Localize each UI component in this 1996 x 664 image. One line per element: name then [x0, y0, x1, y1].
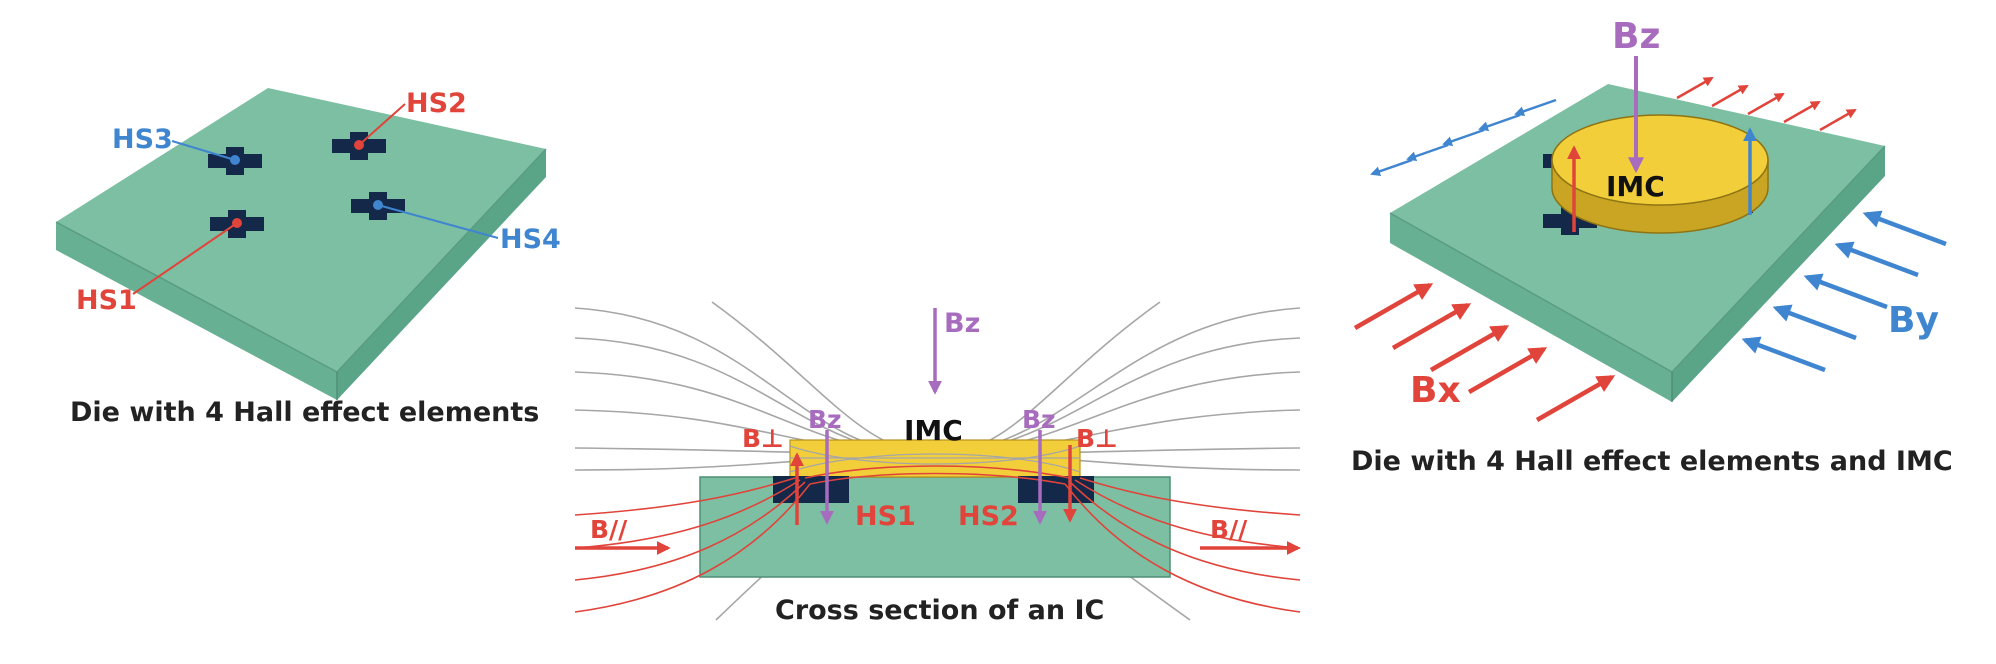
caption-right: Die with 4 Hall effect elements and IMC — [1351, 446, 1953, 477]
leader-hs1 — [132, 222, 238, 295]
leader-hs3 — [171, 140, 236, 161]
hall-elements-cross-section — [773, 476, 1094, 503]
label-bx: Bx — [1410, 370, 1461, 411]
label-hs1-middle: HS1 — [855, 501, 916, 532]
label-hs1: HS1 — [76, 285, 137, 316]
leader-hs2 — [358, 103, 406, 146]
label-hs2: HS2 — [406, 88, 467, 119]
label-bperp-right: B⊥ — [1076, 424, 1118, 453]
die-right-side — [1672, 146, 1885, 402]
label-hs2-middle: HS2 — [958, 501, 1019, 532]
red-field-lines — [574, 465, 1301, 613]
arrows-by — [1741, 210, 1947, 373]
left-panel: HS3 HS2 HS1 HS4 Die with 4 Hall effect e… — [55, 88, 561, 428]
die-left-side — [337, 149, 546, 400]
label-imc-middle: IMC — [904, 414, 963, 447]
arrows-bx-top — [1676, 76, 1857, 132]
label-bperp-left: B⊥ — [742, 424, 784, 453]
label-bz-right: Bz — [1022, 405, 1056, 434]
middle-panel: Bz IMC Bz Bz B⊥ B⊥ HS1 HS2 B// B// Cross… — [574, 301, 1301, 626]
label-bpar-right: B// — [1210, 515, 1248, 544]
label-imc-right: IMC — [1606, 170, 1665, 203]
leader-hs4 — [377, 204, 499, 239]
arrows-by-top — [1370, 98, 1557, 177]
label-bpar-left: B// — [590, 515, 628, 544]
arrows-bx — [1353, 283, 1616, 422]
right-panel: Bz IMC Bx By Die with 4 Hall effect elem… — [1351, 16, 1953, 477]
die-right-front — [1390, 213, 1672, 402]
imc-disk — [1551, 114, 1769, 234]
caption-left: Die with 4 Hall effect elements — [70, 397, 539, 428]
caption-middle: Cross section of an IC — [775, 595, 1104, 626]
label-by: By — [1888, 300, 1939, 341]
label-hs4: HS4 — [500, 224, 561, 255]
die-left — [55, 88, 547, 400]
imc-cross-section — [789, 439, 1081, 478]
label-hs3: HS3 — [112, 124, 173, 155]
label-bz-right-panel: Bz — [1612, 16, 1660, 57]
label-bz-top: Bz — [944, 308, 980, 339]
die-left-top — [56, 88, 546, 372]
label-bz-left: Bz — [808, 405, 842, 434]
die-left-front — [56, 222, 337, 400]
